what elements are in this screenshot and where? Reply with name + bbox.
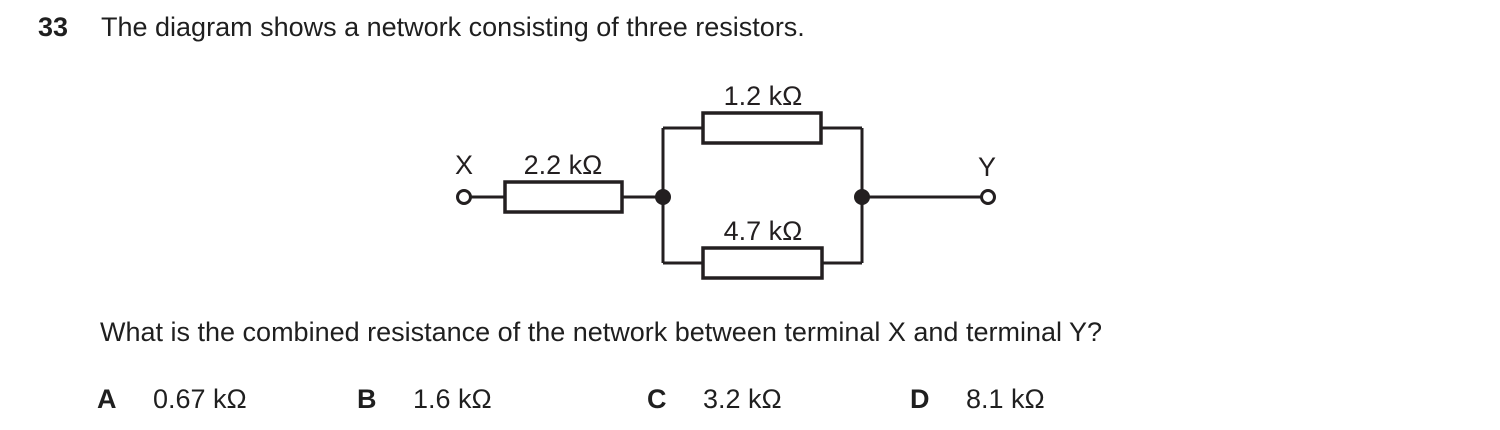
terminal-y-label: Y bbox=[978, 152, 996, 182]
answer-option-c: C 3.2 kΩ bbox=[647, 384, 782, 415]
series-resistor-box bbox=[503, 180, 624, 214]
answer-option-b: B 1.6 kΩ bbox=[357, 384, 492, 415]
series-resistor-label: 2.2 kΩ bbox=[524, 150, 603, 180]
parallel-top-resistor-label: 1.2 kΩ bbox=[724, 81, 803, 111]
terminal-x-label: X bbox=[455, 150, 473, 180]
left-junction-dot bbox=[655, 189, 671, 205]
question-number: 33 bbox=[38, 12, 69, 42]
question-stem: The diagram shows a network consisting o… bbox=[101, 12, 805, 42]
option-value: 3.2 kΩ bbox=[703, 384, 782, 414]
terminal-y-node bbox=[980, 189, 996, 205]
answer-option-a: A 0.67 kΩ bbox=[97, 384, 247, 415]
option-letter: B bbox=[357, 384, 377, 414]
option-value: 0.67 kΩ bbox=[153, 384, 247, 414]
question-prompt: What is the combined resistance of the n… bbox=[100, 317, 1103, 347]
resistor-network-diagram: X 2.2 kΩ 1.2 kΩ 4.7 kΩ Y bbox=[455, 81, 996, 280]
parallel-bottom-resistor-box bbox=[701, 246, 824, 280]
option-value: 8.1 kΩ bbox=[966, 384, 1045, 414]
answer-option-d: D 8.1 kΩ bbox=[910, 384, 1045, 415]
parallel-bottom-resistor-label: 4.7 kΩ bbox=[724, 216, 803, 246]
option-letter: D bbox=[910, 384, 930, 414]
question-stem-row: 33 The diagram shows a network consisting… bbox=[38, 12, 805, 43]
parallel-top-resistor-box bbox=[701, 111, 823, 145]
option-value: 1.6 kΩ bbox=[413, 384, 492, 414]
terminal-x-node bbox=[456, 189, 472, 205]
option-letter: A bbox=[97, 384, 117, 414]
option-letter: C bbox=[647, 384, 667, 414]
